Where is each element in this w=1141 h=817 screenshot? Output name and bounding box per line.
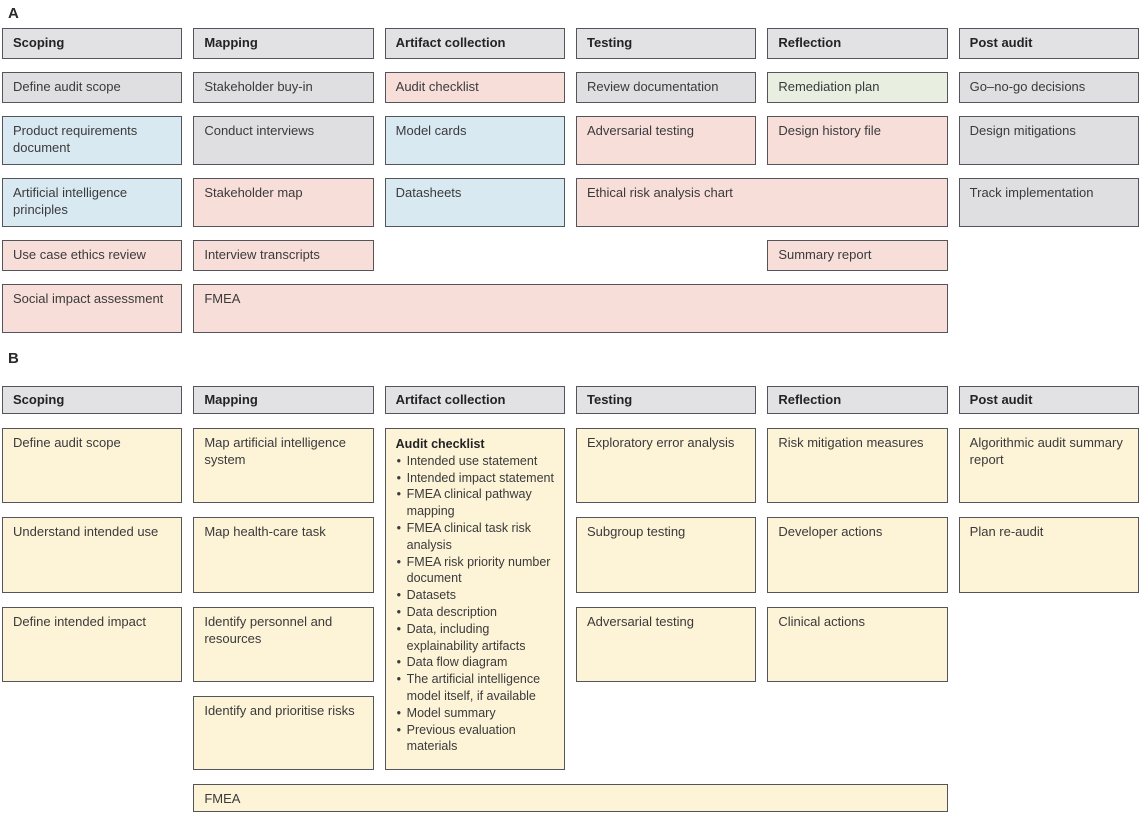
box-ethical-risk-analysis-chart: Ethical risk analysis chart [575,178,948,227]
box-adversarial-testing: Adversarial testing [575,116,757,165]
column-header-reflection: Reflection [767,386,948,414]
checklist-item: Model summary [396,705,558,722]
box-summary-report: Summary report [767,240,948,271]
box-plan-re-audit: Plan re-audit [958,517,1139,593]
panel-a: Scoping Mapping Artifact collection Test… [2,28,1139,333]
box-social-impact-assessment: Social impact assessment [2,284,183,333]
box-product-requirements-document: Product requirements document [2,116,183,165]
box-artificial-intelligence-principles: Artificial intelligence principles [2,178,183,227]
box-developer-actions: Developer actions [767,517,948,593]
checklist-item: Previous evaluation materials [396,722,558,756]
checklist-item: Intended impact statement [396,470,558,487]
column-header-scoping: Scoping [2,28,183,59]
box-fmea-panel-b: FMEA [193,784,948,812]
checklist-item: Data flow diagram [396,654,558,671]
column-header-mapping: Mapping [193,386,374,414]
box-risk-mitigation-measures: Risk mitigation measures [767,428,948,503]
box-stakeholder-map: Stakeholder map [193,178,374,227]
column-header-mapping: Mapping [193,28,374,59]
column-header-artifact-collection: Artifact collection [384,28,565,59]
checklist-item: Intended use statement [396,453,558,470]
column-header-testing: Testing [575,386,757,414]
box-datasheets: Datasheets [384,178,565,227]
column-header-testing: Testing [575,28,757,59]
box-audit-checklist-detail: Audit checklist Intended use statement I… [384,428,565,770]
box-model-cards: Model cards [384,116,565,165]
panel-a-label: A [8,5,19,22]
box-track-implementation: Track implementation [958,178,1139,227]
box-identify-and-prioritise-risks: Identify and prioritise risks [193,696,374,770]
box-identify-personnel-and-resources: Identify personnel and resources [193,607,374,682]
checklist-item: Data, including explainability artifacts [396,621,558,655]
checklist-item: FMEA clinical task risk analysis [396,520,558,554]
box-understand-intended-use: Understand intended use [2,517,183,593]
box-map-artificial-intelligence-system: Map artificial intelligence system [193,428,374,503]
checklist-item: The artificial intelligence model itself… [396,671,558,705]
box-conduct-interviews: Conduct interviews [193,116,374,165]
box-clinical-actions: Clinical actions [767,607,948,682]
box-algorithmic-audit-summary-report: Algorithmic audit summary report [958,428,1139,503]
box-subgroup-testing: Subgroup testing [575,517,757,593]
column-header-reflection: Reflection [767,28,948,59]
box-adversarial-testing: Adversarial testing [575,607,757,682]
box-fmea-panel-a: FMEA [193,284,948,333]
panel-b: Scoping Mapping Artifact collection Test… [2,386,1139,812]
box-design-mitigations: Design mitigations [958,116,1139,165]
box-review-documentation: Review documentation [575,72,757,103]
box-map-health-care-task: Map health-care task [193,517,374,593]
box-remediation-plan: Remediation plan [767,72,948,103]
box-define-audit-scope: Define audit scope [2,72,183,103]
box-define-intended-impact: Define intended impact [2,607,183,682]
column-header-artifact-collection: Artifact collection [384,386,565,414]
box-exploratory-error-analysis: Exploratory error analysis [575,428,757,503]
audit-checklist-title: Audit checklist [395,437,485,451]
box-go-no-go-decisions: Go–no-go decisions [958,72,1139,103]
box-design-history-file: Design history file [767,116,948,165]
box-use-case-ethics-review: Use case ethics review [2,240,183,271]
column-header-post-audit: Post audit [958,386,1139,414]
column-header-scoping: Scoping [2,386,183,414]
column-header-post-audit: Post audit [958,28,1139,59]
box-define-audit-scope: Define audit scope [2,428,183,503]
checklist-item: FMEA risk priority number document [396,554,558,588]
box-interview-transcripts: Interview transcripts [193,240,374,271]
checklist-item: FMEA clinical pathway mapping [396,486,558,520]
panel-b-label: B [8,350,19,367]
checklist-item: Data description [396,604,558,621]
box-stakeholder-buy-in: Stakeholder buy-in [193,72,374,103]
checklist-item: Datasets [396,587,558,604]
box-audit-checklist: Audit checklist [384,72,565,103]
